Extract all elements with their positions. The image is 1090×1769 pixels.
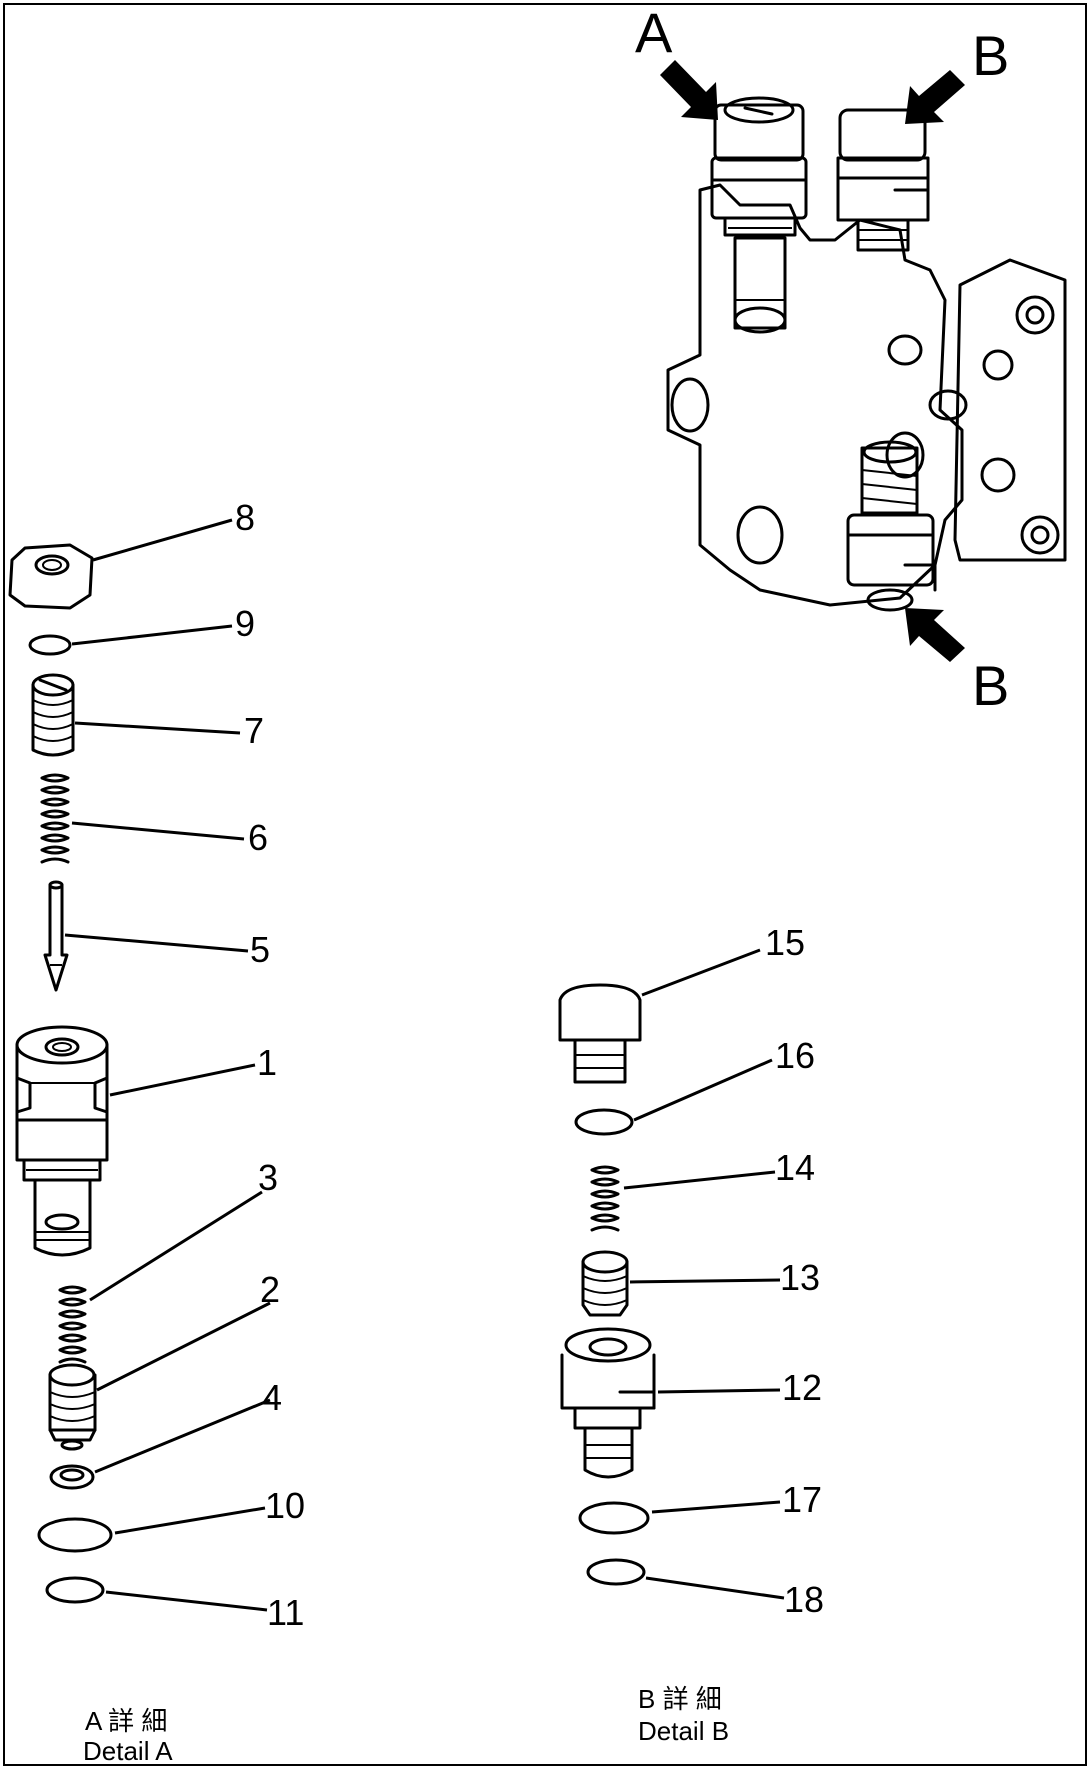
part-8-nut: [8, 543, 94, 610]
part-18-o-ring: [586, 1558, 646, 1586]
callout-16: 16: [775, 1035, 815, 1076]
arrow-b-top-icon: [905, 70, 965, 124]
callout-7: 7: [244, 710, 264, 751]
part-3-spring: [58, 1285, 87, 1364]
part-10-o-ring: [37, 1517, 113, 1553]
callout-3: 3: [258, 1157, 278, 1198]
part-11-o-ring: [45, 1576, 105, 1604]
part-5-pilot-poppet: [43, 880, 69, 992]
arrow-a-icon: [660, 60, 718, 120]
detail-a-exploded-view: 8 9 7 6 5: [8, 497, 305, 1766]
part-16-o-ring: [574, 1108, 634, 1136]
part-13-poppet: [581, 1250, 629, 1317]
callout-13: 13: [780, 1257, 820, 1298]
part-15-plug: [558, 983, 642, 1084]
callout-18: 18: [784, 1579, 824, 1620]
callout-9: 9: [235, 603, 255, 644]
callout-1: 1: [257, 1042, 277, 1083]
callout-4: 4: [262, 1377, 282, 1418]
part-14-spring: [590, 1165, 620, 1232]
valve-assembly-drawing: A B B: [635, 1, 1067, 717]
callout-17: 17: [782, 1479, 822, 1520]
callout-2: 2: [260, 1269, 280, 1310]
part-4-seat: [49, 1464, 95, 1490]
part-12-valve-sleeve: [560, 1327, 656, 1479]
arrow-b-bottom-icon: [905, 608, 965, 662]
detail-b-exploded-view: 15 16 14 13 12: [558, 922, 824, 1746]
detail-b-caption-japanese: B 詳 細: [638, 1684, 722, 1714]
callout-12: 12: [782, 1367, 822, 1408]
arrow-label-b-bottom: B: [972, 654, 1009, 717]
callout-15: 15: [765, 922, 805, 963]
part-1-valve-sleeve: [15, 1025, 109, 1257]
part-9-o-ring: [28, 634, 72, 656]
callout-8: 8: [235, 497, 255, 538]
detail-b-caption: Detail B: [638, 1716, 729, 1746]
detail-a-caption-japanese: A 詳 細: [85, 1706, 167, 1736]
callout-6: 6: [248, 817, 268, 858]
callout-5: 5: [250, 929, 270, 970]
callout-11: 11: [267, 1592, 304, 1633]
part-2-poppet: [48, 1363, 97, 1451]
part-6-spring: [40, 773, 70, 864]
arrow-label-b-top: B: [972, 24, 1009, 87]
diagram-border: [3, 3, 1087, 1766]
arrow-label-a: A: [635, 1, 673, 64]
part-17-o-ring: [578, 1501, 650, 1535]
callout-14: 14: [775, 1147, 815, 1188]
part-7-adjusting-screw: [31, 673, 75, 757]
detail-a-caption: Detail A: [83, 1736, 173, 1766]
callout-10: 10: [265, 1485, 305, 1526]
